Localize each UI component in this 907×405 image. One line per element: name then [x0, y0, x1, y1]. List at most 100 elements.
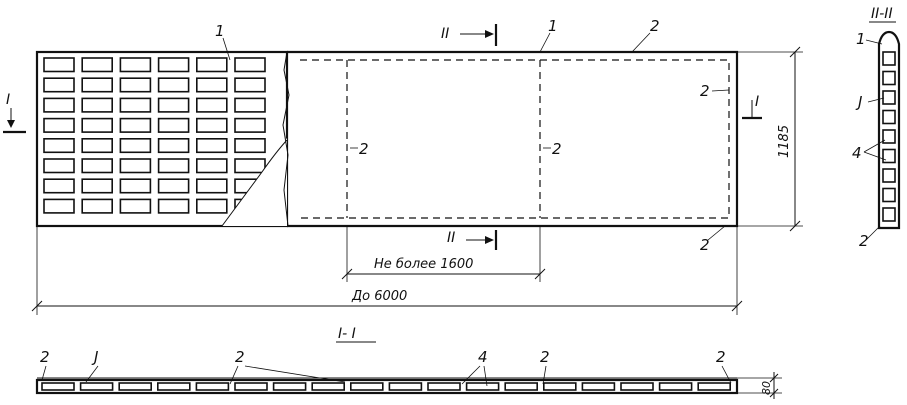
- grid-cell: [234, 97, 266, 113]
- dim-height: 1185: [777, 125, 792, 158]
- strip-cell: [427, 382, 461, 391]
- grid-cell: [119, 117, 152, 133]
- callout-2-bottom: 2: [700, 236, 710, 254]
- strip-cell: [79, 382, 114, 391]
- strip-cell: [118, 382, 152, 391]
- grid-cell: [196, 57, 228, 73]
- callout-4-strip: 4: [478, 348, 488, 366]
- grid-cell: [234, 158, 266, 174]
- strip-cell: [195, 382, 230, 391]
- grid-cell: [43, 77, 75, 93]
- grid-cell: [81, 77, 113, 93]
- grid-cell: [119, 178, 152, 194]
- callout-2-strip-rib: 2: [540, 348, 550, 366]
- section-i-right-label: I: [755, 94, 759, 110]
- callout-2-rib2: 2: [552, 140, 562, 158]
- section-ii-bottom-label: II: [447, 230, 455, 246]
- callout-2-strip-mid: 2: [235, 348, 245, 366]
- grid-cell: [81, 198, 113, 214]
- grid-cell: [81, 117, 113, 133]
- grid-cell: [157, 158, 190, 174]
- strip-outline: [35, 378, 739, 395]
- grid-cell: [43, 97, 75, 113]
- cover-sheet-outline: [287, 50, 739, 228]
- grid-cells: [43, 57, 266, 214]
- grid-cell: [81, 138, 113, 154]
- grid-cell: [119, 198, 152, 214]
- callout-1-cross: 1: [856, 30, 866, 48]
- grid-cell: [43, 198, 75, 214]
- section-ii-ii: II-II 1 J 4 2: [852, 6, 901, 250]
- callout-1-top: 1: [548, 17, 558, 35]
- grid-cell: [196, 117, 228, 133]
- strip-cell: [388, 382, 423, 391]
- cross-section-cells: [882, 51, 896, 222]
- callout-2-right: 2: [700, 82, 710, 100]
- cross-cell: [882, 70, 896, 86]
- strip-cell: [542, 382, 577, 391]
- grid-cell: [119, 57, 152, 73]
- strip-cell: [658, 382, 693, 391]
- callout-3-cross: J: [855, 93, 862, 111]
- grid-cell: [43, 57, 75, 73]
- grid-cell: [234, 117, 266, 133]
- strip-cell: [504, 382, 539, 391]
- section-marks: II II I I: [3, 24, 762, 250]
- grid-cell: [196, 97, 228, 113]
- section-i-i-title: I- I: [338, 326, 356, 342]
- dim-max-spacing: Не более 1600: [374, 257, 473, 272]
- grid-cell: [81, 97, 113, 113]
- grid-cell: [43, 138, 75, 154]
- grid-cell: [43, 178, 75, 194]
- grid-cell: [119, 138, 152, 154]
- section-ii-top-label: II: [441, 26, 449, 42]
- grid-cell: [43, 158, 75, 174]
- dimensions: 1185 Не более 1600 До 6000: [31, 46, 803, 315]
- strip-cell: [272, 382, 307, 391]
- cover-inner-dashed: [300, 59, 730, 219]
- grid-cell: [196, 138, 228, 154]
- grid-cell: [196, 198, 228, 214]
- grid-cell: [81, 158, 113, 174]
- callout-2-rib1: 2: [359, 140, 369, 158]
- grid-cell: [234, 77, 266, 93]
- section-i-i: I- I 2 J 2 4 2 2 80: [35, 326, 782, 399]
- grid-cell: [157, 178, 190, 194]
- grid-cell: [234, 138, 266, 154]
- callout-4-cross: 4: [852, 144, 862, 162]
- break-line: [282, 51, 290, 227]
- callout-3-strip: J: [91, 348, 98, 366]
- strip-cell: [581, 382, 616, 391]
- grid-cell: [157, 117, 190, 133]
- callout-2-strip-right: 2: [716, 348, 726, 366]
- cross-cell: [882, 90, 896, 105]
- grid-cell: [81, 57, 113, 73]
- plan-callouts: 1 1 2 2 2 2 2: [215, 17, 730, 254]
- section-i-left-label: I: [6, 92, 10, 108]
- grid-cell: [157, 57, 190, 73]
- cross-cell: [882, 148, 896, 164]
- strip-cell: [41, 382, 75, 391]
- cross-cell: [882, 109, 896, 125]
- section-ii-ii-title: II-II: [871, 6, 893, 22]
- strip-cell: [157, 382, 191, 391]
- strip-cells: [41, 382, 732, 391]
- strip-cell: [349, 382, 384, 391]
- grid-cell: [119, 158, 152, 174]
- grid-cell: [157, 138, 190, 154]
- cross-section-outline: [877, 30, 901, 230]
- callout-2-cross: 2: [859, 232, 869, 250]
- cross-cell: [882, 187, 896, 203]
- grid-cell: [157, 77, 190, 93]
- grid-cell: [119, 77, 152, 93]
- peeled-corner-edge: [221, 139, 288, 227]
- strip-cell: [697, 382, 732, 391]
- strip-cell: [465, 382, 500, 391]
- callout-2-strip-left: 2: [40, 348, 50, 366]
- grid-cell: [157, 97, 190, 113]
- dim-length: До 6000: [351, 289, 407, 304]
- cross-cell: [882, 168, 896, 183]
- grid-cell: [196, 77, 228, 93]
- cross-cell: [882, 129, 896, 144]
